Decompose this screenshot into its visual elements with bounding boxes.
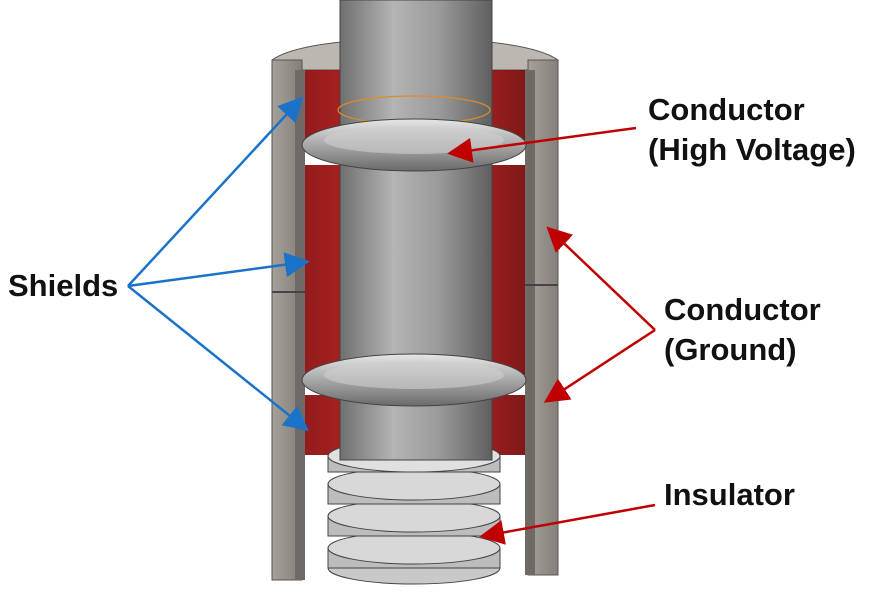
insulator-leader-arrow bbox=[479, 503, 656, 545]
conductor-ground-line2: (Ground) bbox=[664, 332, 797, 367]
insulator-text: Insulator bbox=[664, 477, 795, 512]
label-insulator: Insulator bbox=[664, 475, 795, 515]
label-conductor-ground: Conductor (Ground) bbox=[664, 290, 821, 370]
conductor-ground-line1: Conductor bbox=[664, 292, 821, 327]
label-conductor-high-voltage: Conductor (High Voltage) bbox=[648, 90, 856, 170]
conductor-hv-line2: (High Voltage) bbox=[648, 132, 856, 167]
shields-text: Shields bbox=[8, 268, 119, 303]
conductor-hv-leader-arrow bbox=[447, 126, 637, 163]
conductor-high-voltage bbox=[301, 0, 527, 461]
insulator-stack bbox=[327, 439, 501, 585]
conductor-hv-line1: Conductor bbox=[648, 92, 805, 127]
label-shields: Shields bbox=[8, 266, 118, 306]
shields-leader-arrows bbox=[127, 96, 310, 432]
conductor-ground-leader-arrows bbox=[543, 226, 656, 403]
